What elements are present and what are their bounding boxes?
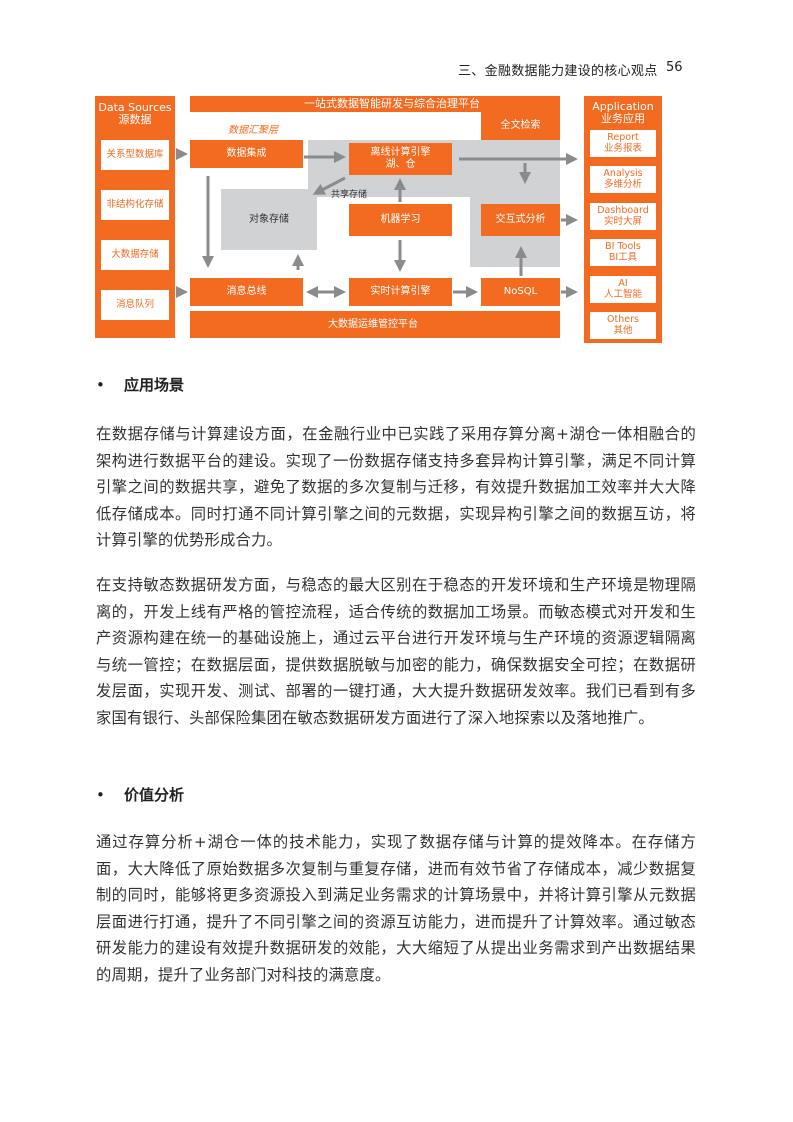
page-number: 56: [666, 60, 683, 75]
ops-platform-bar: 大数据运维管控平台: [190, 311, 560, 338]
source-message-queue: 消息队列: [101, 290, 169, 320]
source-relational-db: 关系型数据库: [101, 140, 169, 170]
data-integration-box: 数据集成: [190, 140, 303, 168]
interactive-analysis-box: 交互式分析: [481, 204, 560, 236]
heading-text: 应用场景: [124, 376, 185, 394]
applications-title-en: Application: [592, 100, 654, 113]
app-others-zh: 其他: [613, 324, 633, 336]
app-analysis-en: Analysis: [603, 168, 643, 179]
section-heading-value-analysis: • 价值分析: [96, 784, 184, 805]
bullet-icon: •: [96, 376, 105, 394]
app-others: Others 其他: [590, 312, 656, 339]
app-report-zh: 业务报表: [603, 142, 642, 154]
app-analysis-zh: 多维分析: [603, 178, 642, 190]
app-report-en: Report: [607, 132, 639, 143]
app-ai-zh: 人工智能: [603, 288, 642, 300]
data-sources-title-zh: 源数据: [118, 113, 152, 126]
app-bi-tools-en: BI Tools: [605, 241, 641, 252]
diagram-arrows: [176, 148, 578, 298]
paragraph-value-analysis: 通过存算分析+湖仓一体的技术能力，实现了数据存储与计算的提效降本。在存储方面，大…: [96, 833, 696, 984]
lake-warehouse-label: 湖、仓: [385, 159, 416, 170]
message-bus-box: 消息总线: [190, 278, 303, 306]
source-unstructured-storage: 非结构化存储: [101, 190, 169, 220]
app-bi-tools-zh: BI工具: [608, 251, 638, 263]
bullet-icon: •: [96, 786, 105, 804]
offline-compute-engine-box: 离线计算引擎 湖、仓: [349, 143, 452, 175]
app-others-en: Others: [607, 314, 639, 325]
machine-learning-box: 机器学习: [349, 204, 452, 236]
data-sources-title-en: Data Sources: [98, 101, 172, 114]
architecture-diagram: Data Sources 源数据 关系型数据库 非结构化存储 大数据存储 消息队…: [0, 0, 793, 350]
app-analysis: Analysis 多维分析: [590, 166, 656, 193]
app-dashboard-en: Dashboard: [597, 205, 649, 216]
heading-text: 价值分析: [124, 786, 185, 804]
running-header-title: 三、金融数据能力建设的核心观点: [458, 64, 658, 79]
data-sources-title: Data Sources 源数据: [95, 102, 175, 126]
platform-title-bar: 一站式数据智能研发与综合治理平台: [190, 96, 560, 112]
object-storage-box: 对象存储: [221, 189, 317, 250]
app-bi-tools: BI Tools BI工具: [590, 239, 656, 266]
aggregation-layer-label: 数据汇聚层: [228, 125, 278, 136]
applications-title: Application 业务应用: [584, 101, 662, 125]
paragraph-agile-development: 在支持敏态数据研发方面，与稳态的最大区别在于稳态的开发环境和生产环境是物理隔离的…: [96, 576, 696, 727]
app-ai-en: AI: [618, 278, 628, 289]
app-dashboard: Dashboard 实时大屏: [590, 203, 656, 230]
nosql-box: NoSQL: [481, 278, 560, 306]
fulltext-search-box: 全文检索: [481, 112, 560, 140]
paragraph-storage-compute: 在数据存储与计算建设方面，在金融行业中已实践了采用存算分离+湖仓一体相融合的架构…: [96, 425, 696, 549]
section-heading-application-scenarios: • 应用场景: [96, 374, 184, 395]
offline-engine-label: 离线计算引擎: [370, 147, 431, 158]
app-ai: AI 人工智能: [590, 276, 656, 303]
app-report: Report 业务报表: [590, 130, 656, 157]
shared-storage-label: 共享存储: [331, 190, 368, 200]
source-big-data-storage: 大数据存储: [101, 240, 169, 270]
applications-title-zh: 业务应用: [601, 112, 645, 125]
realtime-compute-engine-box: 实时计算引擎: [349, 278, 452, 306]
app-dashboard-zh: 实时大屏: [603, 215, 642, 227]
